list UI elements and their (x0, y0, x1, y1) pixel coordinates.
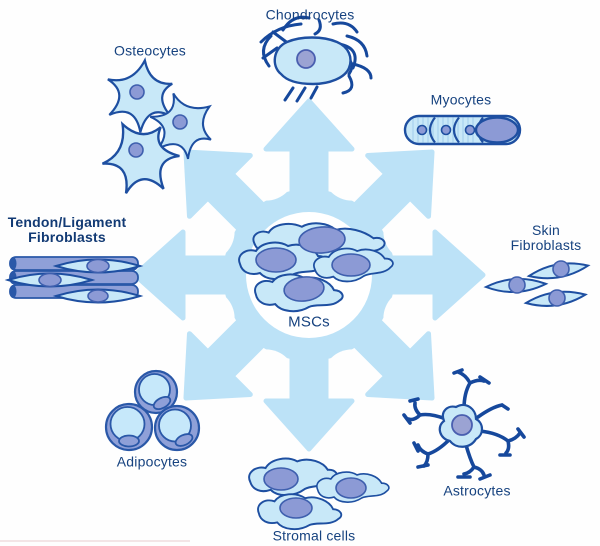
astrocytes-illustration (402, 368, 526, 481)
skin-fibroblasts-illustration (484, 258, 591, 311)
bottom-edge-artifact (0, 540, 190, 542)
label-osteocytes: Osteocytes (113, 42, 187, 59)
myocytes-illustration (403, 114, 522, 146)
label-myocytes: Myocytes (430, 91, 492, 108)
label-astrocytes: Astrocytes (443, 482, 511, 499)
stromal-cells-illustration (247, 454, 390, 533)
label-skin-fibroblasts: Skin Fibroblasts (511, 223, 582, 253)
osteocytes-illustration (89, 54, 229, 210)
label-skin-line2: Fibroblasts (510, 237, 582, 253)
label-adipocytes: Adipocytes (116, 453, 188, 470)
chondrocytes-illustration (259, 15, 373, 103)
label-stromal-cells: Stromal cells (272, 527, 356, 544)
label-tendon-line2: Fibroblasts (28, 229, 106, 245)
label-skin-line1: Skin (531, 222, 561, 238)
msc-cells-illustration (238, 220, 395, 315)
adipocytes-illustration (104, 369, 201, 452)
label-mscs: MSCs (288, 313, 330, 331)
label-chondrocytes: Chondrocytes (265, 6, 355, 23)
label-tendon-ligament-fibroblasts: Tendon/Ligament Fibroblasts (8, 215, 127, 245)
tendon-ligament-fibroblasts-illustration (7, 256, 141, 304)
label-tendon-line1: Tendon/Ligament (7, 214, 127, 230)
